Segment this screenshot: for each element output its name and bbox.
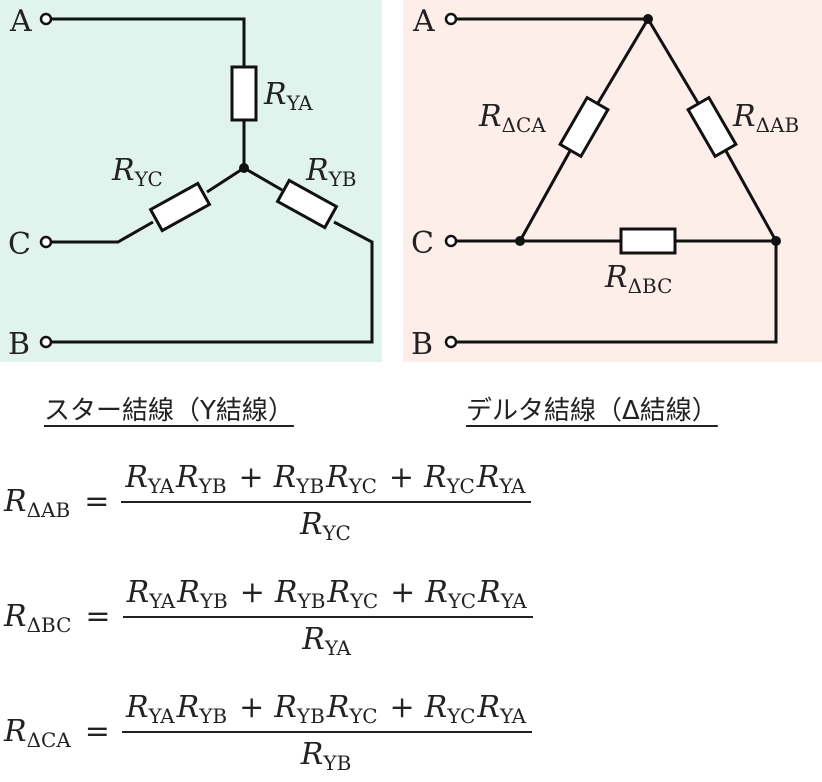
wire-rab-to-b	[724, 150, 778, 242]
resistor-label-dbc: RΔBC	[604, 260, 672, 298]
wire-c	[50, 220, 154, 244]
node-c	[515, 236, 525, 246]
resistor-dca	[558, 95, 610, 159]
resistor-label-yb: RYB	[305, 153, 357, 191]
terminal-label-c: C	[8, 227, 31, 262]
terminal-c	[39, 235, 53, 249]
star-panel-background	[0, 0, 382, 362]
terminal-c	[444, 234, 458, 248]
star-circuit-diagram: A C B RYA RYC RYB	[0, 0, 382, 362]
equals-sign: =	[85, 598, 111, 634]
terminal-a	[444, 12, 458, 26]
terminal-label-a: A	[9, 4, 32, 39]
wire-a	[50, 17, 246, 67]
wire-a-to-rca	[596, 18, 650, 104]
wire-b	[50, 220, 374, 344]
resistor-dbc	[619, 227, 677, 255]
terminal-label-c: C	[411, 226, 434, 261]
resistor-label-ya: RYA	[263, 77, 313, 115]
resistor-ya	[230, 65, 258, 122]
terminal-label-b: B	[8, 327, 30, 362]
equals-sign: =	[84, 483, 110, 519]
resistor-yb	[275, 178, 339, 230]
delta-panel-background	[403, 0, 822, 362]
terminal-label-a: A	[412, 4, 435, 39]
resistor-label-yc: RYC	[111, 153, 163, 191]
star-circuit-panel: A C B RYA RYC RYB	[0, 0, 382, 362]
resistor-label-dab: RΔAB	[732, 99, 799, 137]
delta-caption: デルタ結線（Δ結線）	[466, 396, 718, 426]
terminal-label-b: B	[411, 327, 433, 362]
wire-b	[453, 239, 778, 344]
resistor-yc	[148, 181, 212, 233]
neutral-node	[239, 163, 249, 173]
terminal-a	[39, 12, 53, 26]
terminal-b	[39, 335, 53, 349]
resistor-dab	[686, 95, 738, 159]
wire-rca-to-c	[518, 150, 572, 242]
delta-circuit-panel: A C B RΔCA RΔAB RΔBC	[403, 0, 822, 362]
node-b	[771, 236, 781, 246]
wire-a-to-rab	[646, 18, 700, 104]
equals-sign: =	[84, 713, 110, 749]
star-caption: スター結線（Y結線）	[44, 396, 294, 426]
delta-circuit-diagram: A C B RΔCA RΔAB RΔBC	[403, 0, 822, 362]
terminal-b	[444, 335, 458, 349]
resistor-label-dca: RΔCA	[478, 99, 546, 137]
node-a	[643, 14, 653, 24]
